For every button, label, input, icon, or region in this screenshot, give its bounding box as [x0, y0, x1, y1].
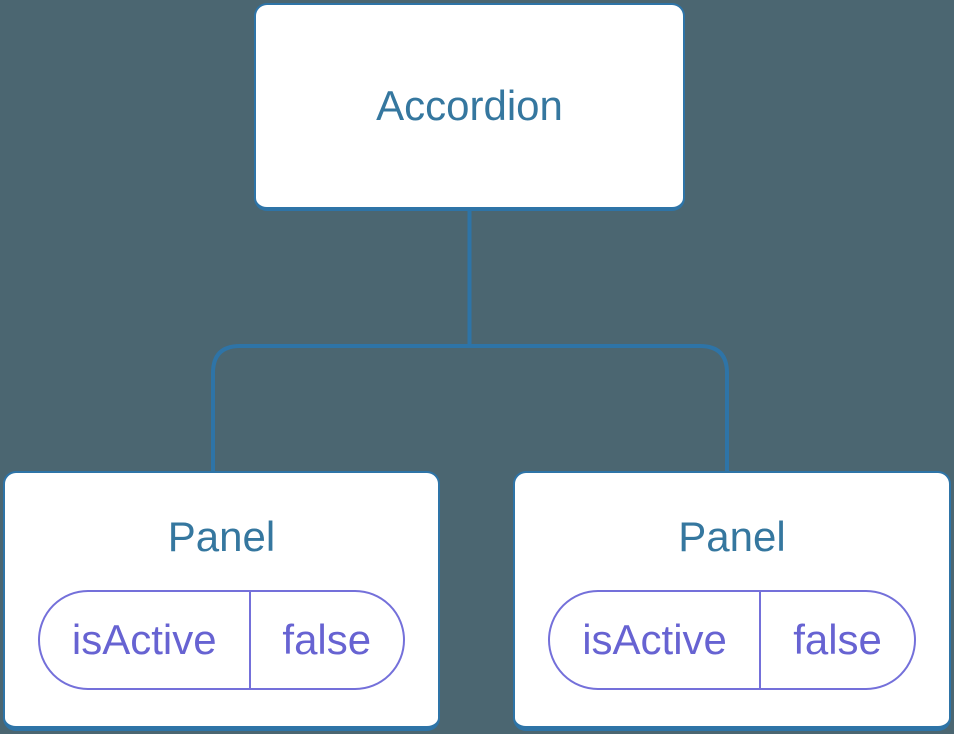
- state-pill: isActive false: [38, 590, 405, 690]
- node-panel-1-label: Panel: [167, 513, 276, 560]
- node-panel-1: Panel isActive false: [3, 471, 440, 731]
- state-key: isActive: [550, 592, 762, 688]
- node-accordion-label: Accordion: [376, 82, 563, 129]
- connector-branch-bracket: [211, 344, 729, 472]
- state-value: false: [282, 616, 372, 663]
- state-key: isActive: [40, 592, 251, 688]
- state-value: false: [793, 616, 882, 663]
- state-pill: isActive false: [548, 590, 916, 690]
- node-panel-2: Panel isActive false: [513, 471, 951, 731]
- node-accordion: Accordion: [254, 3, 685, 211]
- node-panel-2-label: Panel: [678, 513, 786, 560]
